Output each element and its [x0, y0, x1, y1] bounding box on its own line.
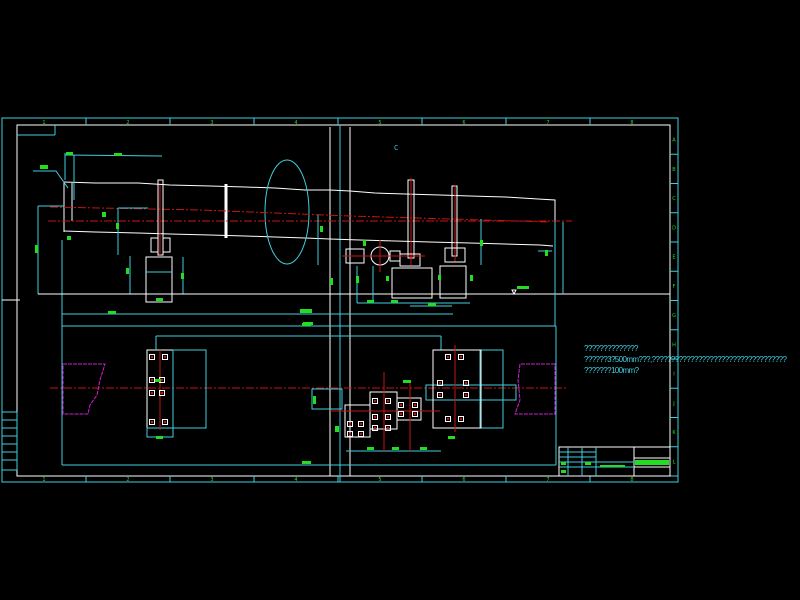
- kiln-end-left: [62, 363, 106, 415]
- title-block: [558, 446, 671, 477]
- bolt-hole: [463, 392, 469, 398]
- bolt-hole: [162, 419, 168, 425]
- bolt-hole: [347, 421, 353, 427]
- column-label: 4: [294, 120, 297, 126]
- bolt-hole: [437, 380, 443, 386]
- column-label: 6: [462, 477, 465, 483]
- row-label: K: [672, 430, 676, 436]
- note-line-2: ??????3?500mm???,???????????????????????…: [584, 355, 787, 364]
- column-label: 3: [210, 120, 213, 126]
- row-label: F: [673, 284, 676, 290]
- kiln-axis: [49, 206, 551, 223]
- column-label: 8: [630, 120, 633, 126]
- row-label: J: [672, 401, 674, 407]
- column-label: 3: [210, 477, 213, 483]
- bolt-hole: [458, 354, 464, 360]
- bolt-hole: [358, 421, 364, 427]
- bolt-hole: [445, 416, 451, 422]
- bolt-hole: [149, 390, 155, 396]
- note-line-3: ???????100mm?: [584, 366, 639, 375]
- column-label: 1: [42, 477, 45, 483]
- row-label: D: [672, 225, 676, 231]
- bolt-hole: [358, 431, 364, 437]
- support-2: [391, 178, 433, 299]
- row-label: H: [672, 342, 676, 348]
- base-plate-2: [432, 349, 482, 429]
- row-label: E: [672, 255, 675, 261]
- column-label: 6: [462, 120, 465, 126]
- row-label: C: [672, 196, 676, 202]
- inner-frame: [16, 124, 671, 477]
- bolt-hole: [149, 377, 155, 383]
- column-label: 5: [378, 477, 381, 483]
- column-label: 1: [42, 120, 45, 126]
- column-label: 8: [630, 477, 633, 483]
- bolt-hole: [149, 354, 155, 360]
- column-label: 2: [126, 477, 129, 483]
- revision-table: [1, 411, 18, 471]
- row-label: G: [672, 313, 676, 319]
- bolt-hole: [372, 414, 378, 420]
- column-label: 7: [546, 477, 549, 483]
- column-label: 2: [126, 120, 129, 126]
- view-marker: C: [394, 144, 398, 152]
- bolt-hole: [372, 425, 378, 431]
- anchor-bolts: [149, 354, 469, 437]
- bolt-hole: [412, 402, 418, 408]
- support-1: [145, 179, 173, 303]
- bolt-hole: [385, 414, 391, 420]
- row-label: I: [673, 372, 674, 378]
- bolt-hole: [385, 398, 391, 404]
- base-plate-pinion: [396, 397, 422, 421]
- level-symbol: [511, 289, 517, 296]
- foundation-plan: [50, 323, 568, 466]
- note-line-1: ??????????????: [584, 344, 638, 353]
- column-label: 7: [546, 120, 549, 126]
- row-label: A: [672, 138, 676, 144]
- row-label: L: [673, 459, 676, 465]
- bolt-hole: [463, 380, 469, 386]
- notes-block: ?????????????? ??????3?500mm???,????????…: [584, 343, 798, 376]
- dimension-labels: [35, 152, 548, 325]
- kiln-elevation: C: [33, 144, 670, 330]
- column-ticks: 1 1 2 2 3 3 4 4 5 5 6 6 7 7 8 8: [42, 118, 634, 483]
- section-ellipse: [264, 159, 310, 265]
- bolt-hole: [398, 402, 404, 408]
- bolt-hole: [372, 398, 378, 404]
- bolt-hole: [412, 411, 418, 417]
- bolt-hole: [437, 392, 443, 398]
- bolt-hole: [162, 354, 168, 360]
- drive-unit: [342, 240, 425, 272]
- support-3: [439, 185, 467, 299]
- row-label: B: [672, 167, 676, 173]
- bolt-hole: [385, 425, 391, 431]
- bolt-hole: [458, 416, 464, 422]
- bolt-hole: [398, 411, 404, 417]
- column-label: 5: [378, 120, 381, 126]
- bolt-hole: [347, 431, 353, 437]
- row-ticks: A B C D E F G H I J K L: [670, 138, 678, 477]
- bolt-hole: [445, 354, 451, 360]
- kiln-end-right: [514, 363, 556, 415]
- column-label: 4: [294, 477, 297, 483]
- bolt-hole: [159, 390, 165, 396]
- bolt-hole: [149, 419, 155, 425]
